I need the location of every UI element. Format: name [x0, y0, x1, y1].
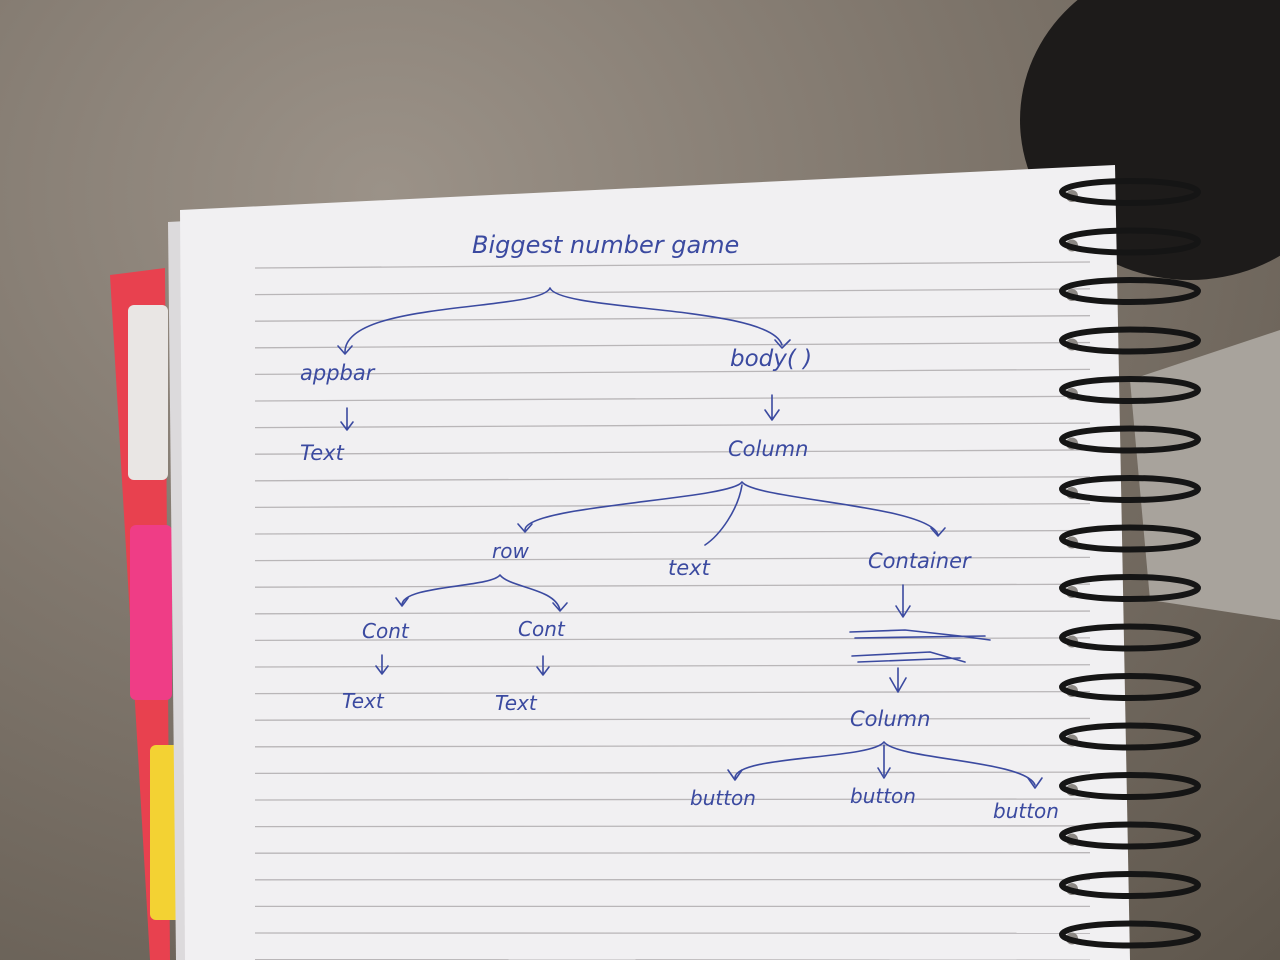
title-brace — [344, 287, 783, 353]
ruled-line — [254, 529, 1091, 535]
node-cont-left-text: Text — [342, 689, 385, 713]
node-button-3: button — [993, 799, 1059, 823]
spiral-ring — [1059, 722, 1201, 751]
scribble-1 — [849, 629, 991, 641]
spiral-ring — [1059, 673, 1201, 701]
spiral-ring — [1059, 574, 1201, 602]
spiral-ring — [1059, 623, 1201, 652]
node-row: row — [492, 539, 529, 563]
spiral-ring — [1059, 277, 1201, 305]
arrow-cont-left-text — [375, 654, 389, 675]
ruled-line — [254, 798, 1091, 801]
ruled-line — [254, 503, 1091, 509]
node-middle-text: text — [668, 556, 711, 580]
ruled-lines — [254, 261, 1091, 960]
tab-white — [128, 305, 168, 480]
arrow-head-appbar — [337, 345, 353, 355]
spiral-ring — [1059, 821, 1201, 850]
scribble-2 — [851, 651, 966, 663]
notebook-page — [180, 165, 1130, 960]
arrow-head-cont-left — [395, 597, 409, 607]
ruled-line — [254, 825, 1091, 828]
row-brace — [401, 574, 561, 611]
node-body: body( ) — [730, 346, 812, 372]
spiral-ring — [1059, 178, 1201, 206]
node-appbar: appbar — [300, 361, 376, 385]
node-cont-right: Cont — [518, 617, 566, 641]
node-cont-right-text: Text — [495, 691, 538, 715]
ruled-line — [254, 341, 1091, 349]
column-brace — [524, 481, 939, 536]
ruled-line — [254, 637, 1091, 642]
arrow-to-inner-column — [889, 667, 907, 693]
ruled-line — [254, 288, 1091, 296]
node-button-2: button — [850, 784, 916, 808]
spiral-ring — [1059, 871, 1201, 899]
ruled-line — [254, 261, 1091, 269]
spiral-ring — [1059, 920, 1201, 949]
arrow-head-cont-right — [552, 602, 568, 612]
spiral-ring — [1059, 425, 1201, 454]
inner-column-mid-arrow — [877, 744, 891, 779]
ruled-line — [254, 852, 1091, 854]
ruled-line — [254, 422, 1091, 429]
arrow-head-button-3 — [1027, 777, 1043, 789]
spiral-ring — [1059, 475, 1201, 503]
ruled-line — [254, 315, 1091, 322]
diagram-title: Biggest number game — [472, 231, 739, 259]
node-container: Container — [868, 549, 972, 573]
arrow-container-down — [895, 584, 911, 618]
ruled-line — [254, 556, 1091, 562]
arrow-head-body — [774, 339, 791, 349]
arrow-body-column — [764, 394, 780, 421]
node-inner-column: Column — [850, 707, 930, 731]
ruled-line — [254, 476, 1091, 482]
inner-column-brace — [734, 741, 1036, 786]
ruled-line — [254, 583, 1091, 588]
tab-pink — [130, 525, 172, 700]
diagram-connectors — [337, 287, 1043, 789]
spiral-ring — [1059, 227, 1201, 256]
spiral-ring — [1059, 326, 1201, 355]
node-column: Column — [728, 437, 808, 461]
ruled-line — [254, 610, 1091, 615]
arrow-head-button-1 — [727, 769, 743, 781]
node-appbar-text: Text — [300, 441, 345, 465]
node-button-1: button — [690, 786, 756, 810]
spiral-ring — [1059, 772, 1201, 800]
ruled-line — [254, 690, 1091, 695]
ruled-line — [254, 744, 1091, 748]
arrow-appbar-text — [340, 407, 354, 431]
spiral-ring — [1059, 376, 1201, 404]
ruled-line — [254, 664, 1091, 668]
arrow-head-row — [517, 523, 533, 533]
ruled-line — [254, 449, 1091, 455]
arrow-head-container — [930, 527, 946, 537]
ruled-line — [254, 368, 1091, 376]
node-cont-left: Cont — [362, 619, 410, 643]
ruled-line — [254, 395, 1091, 402]
spiral-ring — [1059, 524, 1201, 553]
spiral-binding — [1059, 178, 1201, 949]
arrow-cont-right-text — [536, 655, 550, 676]
column-mid-arrow — [704, 484, 743, 546]
ruled-line — [254, 771, 1091, 775]
ruled-line — [254, 717, 1091, 721]
